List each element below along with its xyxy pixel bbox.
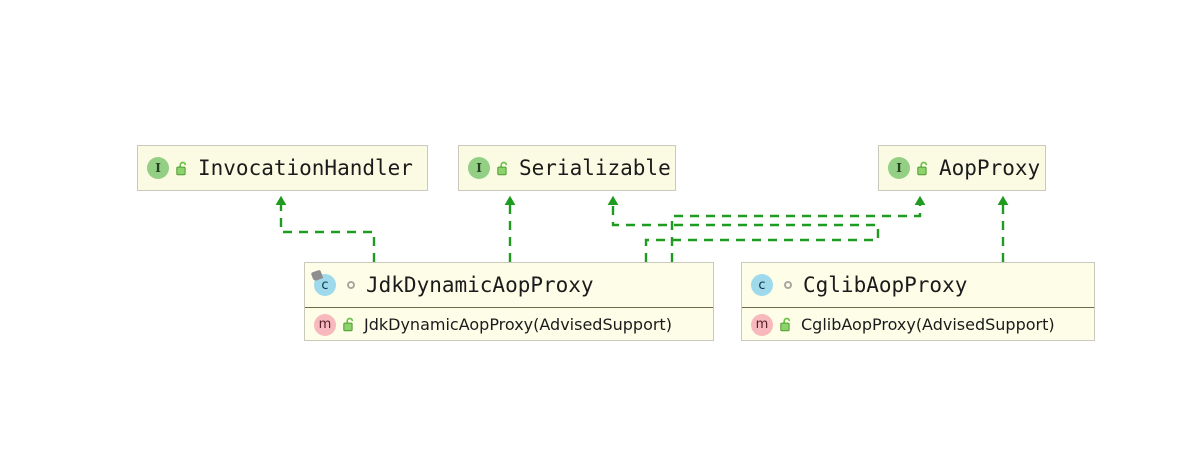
class-icon: c (314, 274, 336, 296)
node-invocation-handler[interactable]: I InvocationHandler (137, 145, 428, 191)
class-name: JdkDynamicAopProxy (366, 273, 594, 297)
method-icon: m (314, 313, 336, 336)
unlocked-padlock-icon (773, 317, 793, 332)
method-icon: m (751, 313, 773, 336)
unlocked-padlock-icon (336, 317, 356, 332)
package-private-ring-icon (347, 281, 355, 289)
class-name: CglibAopProxy (803, 273, 968, 297)
package-private-ring-icon (784, 281, 792, 289)
edge-jdk-to-invocationhandler (275, 195, 376, 262)
unlocked-padlock-icon (169, 161, 189, 176)
node-aop-proxy[interactable]: I AopProxy (878, 145, 1046, 191)
method-signature: CglibAopProxy(AdvisedSupport) (801, 315, 1055, 334)
class-member-row[interactable]: m CglibAopProxy(AdvisedSupport) (742, 308, 1094, 341)
interface-icon: I (147, 157, 169, 179)
unlocked-padlock-icon (910, 161, 930, 176)
interface-name: AopProxy (939, 156, 1041, 180)
interface-title-row: I AopProxy (879, 146, 1045, 190)
interface-name: InvocationHandler (198, 156, 413, 180)
class-title-row: c CglibAopProxy (742, 263, 1094, 308)
node-cglib-aop-proxy[interactable]: c CglibAopProxy m CglibAopProxy(AdvisedS… (741, 262, 1095, 341)
node-serializable[interactable]: I Serializable (458, 145, 676, 191)
edge-jdk-to-aopproxy (670, 195, 926, 262)
node-jdk-dynamic-aop-proxy[interactable]: c JdkDynamicAopProxy m JdkDynamicAopProx… (304, 262, 714, 341)
class-icon: c (751, 274, 773, 296)
unlocked-padlock-icon (490, 161, 510, 176)
interface-title-row: I InvocationHandler (138, 146, 427, 190)
method-signature: JdkDynamicAopProxy(AdvisedSupport) (364, 315, 672, 334)
interface-name: Serializable (519, 156, 671, 180)
interface-icon: I (888, 157, 910, 179)
interface-title-row: I Serializable (459, 146, 675, 190)
class-title-row: c JdkDynamicAopProxy (305, 263, 713, 308)
interface-icon: I (468, 157, 490, 179)
edge-cglib-to-serializable (607, 195, 880, 262)
class-member-row[interactable]: m JdkDynamicAopProxy(AdvisedSupport) (305, 308, 713, 341)
